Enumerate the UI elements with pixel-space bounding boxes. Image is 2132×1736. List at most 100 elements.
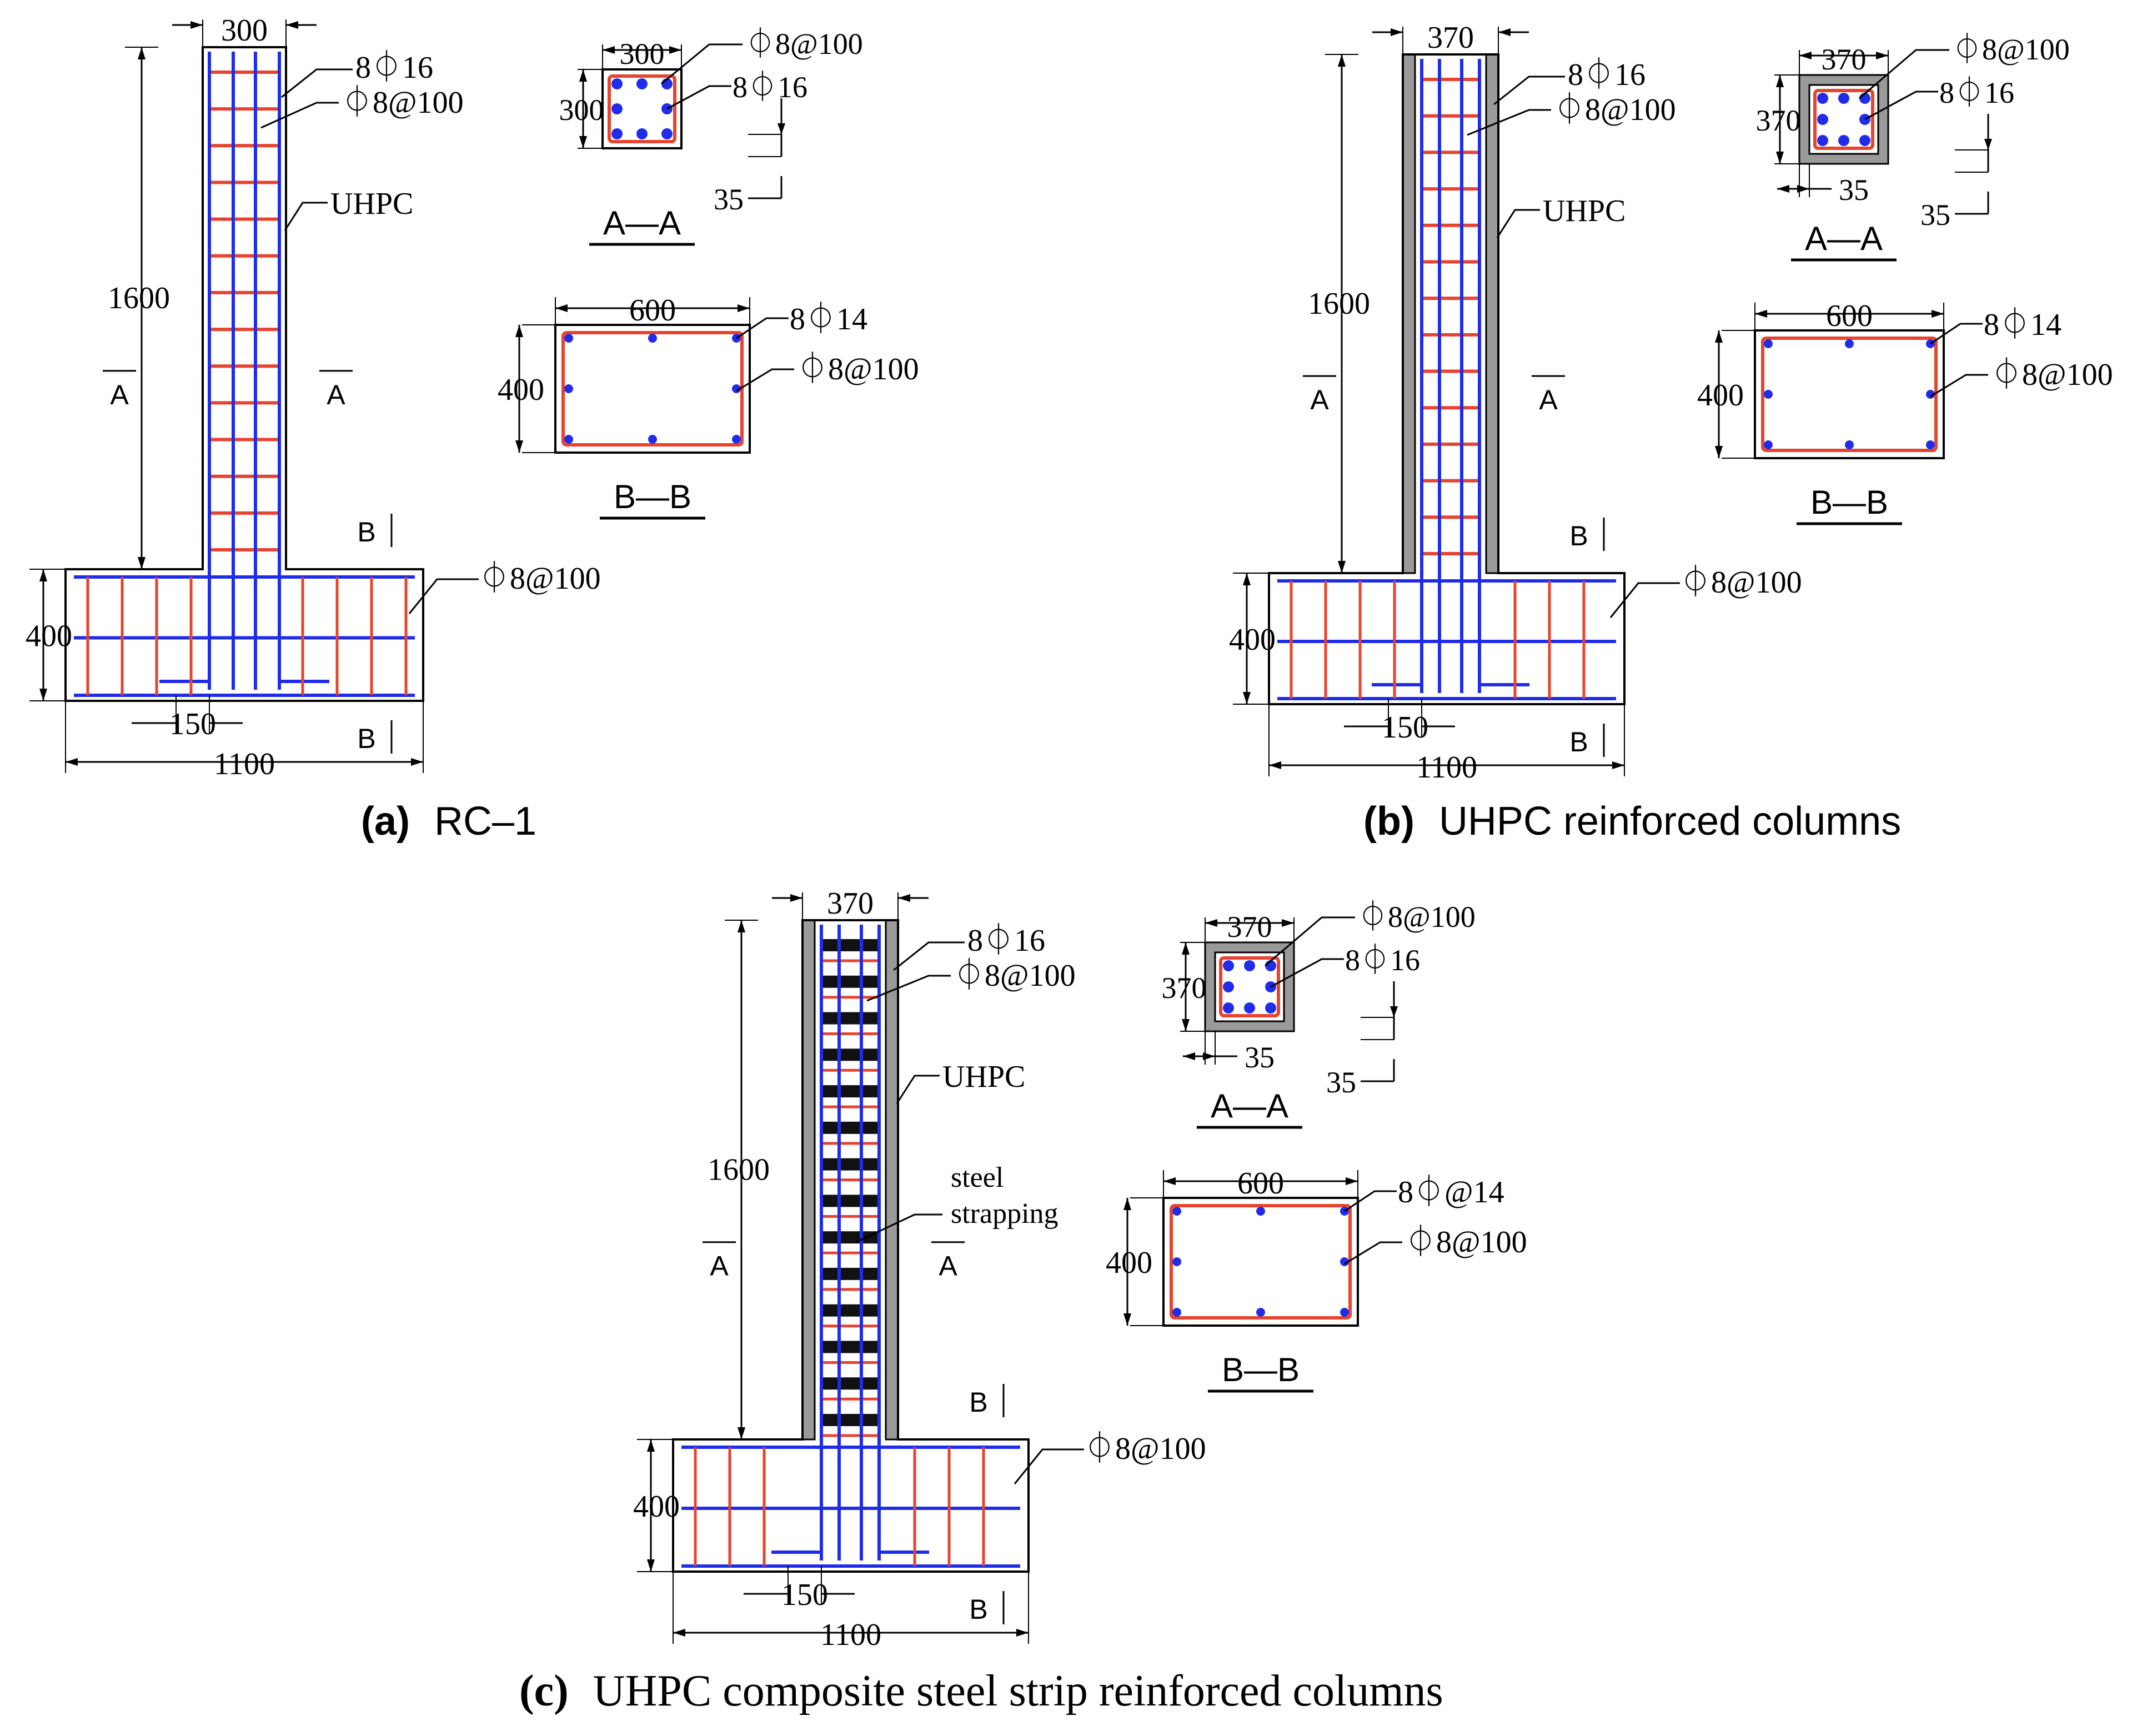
section-aa-height-label-c: 370 xyxy=(1162,971,1207,1005)
caption-c-letter: (c) xyxy=(519,1667,569,1715)
section-bb-width-label-c: 600 xyxy=(1237,1166,1284,1201)
section-aa-cover-arrow-c xyxy=(1390,1006,1398,1017)
section-aa-bar-b-7 xyxy=(1859,135,1870,146)
section-bb-name-a: B—B xyxy=(614,478,691,515)
leader-uhpc-b xyxy=(1496,209,1540,238)
steel-strap-c-8 xyxy=(820,1231,880,1244)
section-b-mark-b-c: B xyxy=(969,1594,987,1625)
dim-basew-b-arrow-left xyxy=(1269,761,1281,769)
dim-colw-arrow-l-a xyxy=(190,21,203,29)
section-aa-leader-rebar-b xyxy=(1864,91,1938,121)
caption-c: (c)UHPC composite steel strip reinforced… xyxy=(519,1666,1443,1717)
steel-strap-c-4 xyxy=(820,1085,880,1098)
section-aa-stirrup-label-c: ⏀8@100 xyxy=(1358,900,1476,934)
column-width-label-c: 370 xyxy=(827,886,874,921)
column-width-label-b: 370 xyxy=(1427,21,1474,55)
rebar-label-c: 8⏀16 xyxy=(967,923,1045,958)
section-aa-stirrup-c xyxy=(1219,956,1280,1017)
section-aa-height-label-b: 370 xyxy=(1756,104,1801,137)
base-height-label-a: 400 xyxy=(26,619,72,654)
steel-strap-c-12 xyxy=(820,1377,880,1390)
section-bb-stirrup-label-c: ⏀8@100 xyxy=(1405,1225,1527,1260)
leader-stirrup-b xyxy=(1467,109,1551,136)
section-a-mark-l-b: A xyxy=(1310,384,1329,415)
stirrup-label-c: ⏀8@100 xyxy=(954,958,1076,993)
section-bb-bar-b-7 xyxy=(1926,440,1935,449)
section-bb-leader-rebar-c xyxy=(1344,1190,1397,1212)
section-b-mark-b-a: B xyxy=(357,723,375,754)
section-aa-bar-c-5 xyxy=(1223,1002,1234,1013)
steel-strap-c-7 xyxy=(820,1195,880,1207)
section-bb-bar-c-7 xyxy=(1340,1308,1349,1317)
section-aa-bar-c-1 xyxy=(1244,960,1255,971)
material-label-b: UHPC xyxy=(1543,194,1626,228)
leader-rebar-c xyxy=(893,941,965,971)
jacket-right-b xyxy=(1485,53,1499,574)
hook-left-c xyxy=(771,1551,823,1558)
jacket-left-b xyxy=(1402,53,1416,574)
steel-strap-c-0 xyxy=(820,939,880,951)
section-bb-bar-a-0 xyxy=(564,334,573,343)
section-aa-bar-c-0 xyxy=(1223,960,1234,971)
dim-basew-a-arrow-right xyxy=(411,758,423,766)
section-aa-bar-a-3 xyxy=(611,103,623,114)
section-aa-bar-c-6 xyxy=(1244,1002,1255,1013)
dim-basew-c-arrow-right xyxy=(1016,1629,1029,1637)
hook-left-a xyxy=(159,680,211,687)
leader-strap-c xyxy=(855,1213,942,1243)
dim-colw-arrow-r-c xyxy=(898,894,910,902)
section-b-mark-t-c: B xyxy=(969,1387,987,1418)
caption-a-text: RC–1 xyxy=(434,799,537,844)
hook-right-a xyxy=(278,676,329,683)
caption-b: (b)UHPC reinforced columns xyxy=(1363,799,1901,844)
steel-strap-c-5 xyxy=(820,1121,880,1134)
stirrup-label-a: ⏀8@100 xyxy=(342,85,464,120)
section-aa-cover2-label-b: 35 xyxy=(1839,173,1869,207)
section-bb-bar-a-5 xyxy=(564,435,573,444)
dim-colh-c-arrow-top xyxy=(738,920,745,932)
column-height-label-a: 1600 xyxy=(108,281,170,315)
base-width-label-b: 1100 xyxy=(1416,750,1477,785)
section-aa-dimh-b-arrow-top xyxy=(1776,75,1784,87)
section-bb-width-label-a: 600 xyxy=(629,293,676,328)
section-aa-stirrup-b xyxy=(1813,89,1874,150)
section-bb-name-b: B—B xyxy=(1810,484,1888,521)
section-bb-leader-stirrup-a xyxy=(736,368,794,392)
section-aa-cover2-dim-c-arrow-right xyxy=(1203,1052,1215,1060)
section-bb-dimw-c-arrow-right xyxy=(1346,1177,1358,1185)
leader-uhpc-a xyxy=(284,202,328,231)
section-bb-stirrup-label-b: ⏀8@100 xyxy=(1991,357,2113,392)
section-aa-dimw-a-arrow-right xyxy=(669,46,681,54)
dim-colh-a-arrow-bottom xyxy=(138,557,146,569)
base-height-label-b: 400 xyxy=(1229,623,1276,657)
caption-b-text: UHPC reinforced columns xyxy=(1438,799,1902,844)
section-aa-name-a: A—A xyxy=(603,204,681,242)
jacket-right-c xyxy=(885,919,899,1441)
base-offset-label-a: 150 xyxy=(169,707,216,741)
section-bb-leader-rebar-a xyxy=(736,317,789,339)
section-bb-dimw-c-arrow-left xyxy=(1163,1177,1176,1185)
section-bb-bar-c-3 xyxy=(1172,1257,1181,1266)
section-bb-bar-a-1 xyxy=(648,334,657,343)
steel-strap-c-6 xyxy=(820,1158,880,1171)
section-b-mark-b-b: B xyxy=(1569,726,1588,757)
leader-base-stirrup-a xyxy=(408,578,479,614)
section-aa-cover-arrow-b xyxy=(1984,139,1992,150)
section-bb-bar-a-4 xyxy=(732,384,741,393)
strap-label-2-c: strapping xyxy=(951,1198,1059,1230)
section-bb-outline-b xyxy=(1754,329,1945,459)
hook-right-b xyxy=(1478,679,1529,686)
steel-strap-c-9 xyxy=(820,1267,880,1280)
section-bb-bar-b-4 xyxy=(1926,390,1935,399)
dim-basew-a-arrow-left xyxy=(66,758,78,766)
section-aa-leader-rebar-a xyxy=(666,85,731,110)
dim-colh-b-arrow-top xyxy=(1338,54,1346,67)
column-height-label-b: 1600 xyxy=(1308,287,1370,321)
section-aa-bar-a-5 xyxy=(611,128,623,139)
